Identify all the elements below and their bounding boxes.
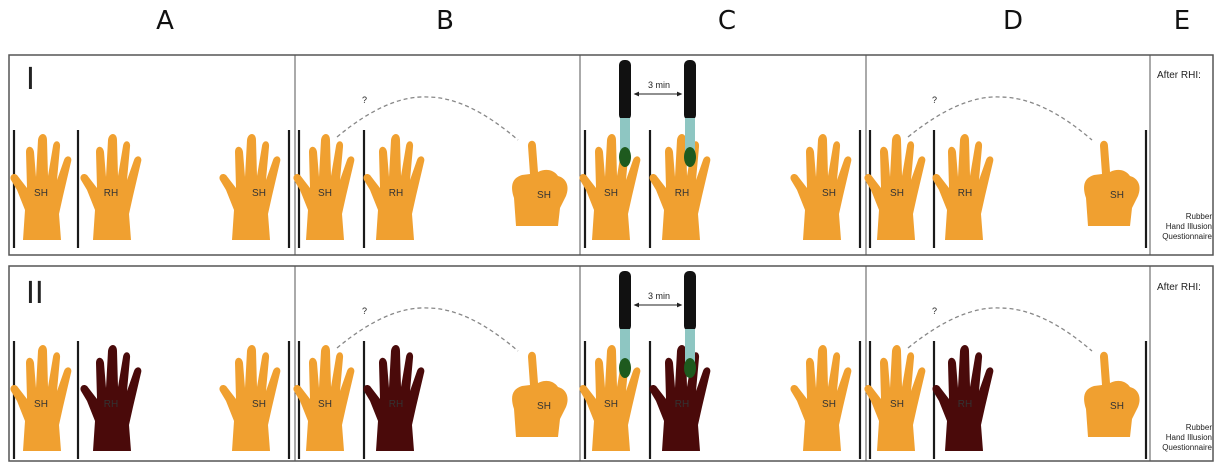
row2-a-rubber-hand: [80, 345, 142, 451]
row2-frame: [8, 265, 1214, 462]
row-label-ii: II: [26, 276, 44, 311]
row1-d-sh-label: SH: [890, 188, 904, 199]
row2-d-rubber-hand: [932, 345, 994, 451]
row1-c-brush-left-bristle: [620, 118, 630, 152]
column-label-c: C: [717, 6, 737, 36]
row2-c-rh-label: RH: [674, 399, 690, 410]
row2-c-brush-right-handle: [684, 271, 696, 331]
row2-b-question-mark: ?: [362, 306, 368, 316]
row2-c-brush-left-tip: [619, 358, 631, 378]
row2-c-brush-left-handle: [619, 271, 631, 331]
row1-d-rh-label: RH: [957, 188, 973, 199]
row1-c-brush-right-handle: [684, 60, 696, 120]
row2-a-subject-hand-right: [219, 345, 281, 451]
after-rhi-label-i: After RHI:: [1157, 70, 1201, 81]
row1-d-pointing-hand: [1084, 140, 1140, 226]
row2-c-timer-label: 3 min: [648, 291, 671, 301]
row1-d-pointer-arc: [907, 96, 1093, 141]
row1-a-sh-label: SH: [34, 188, 48, 199]
row2-b-pointing-hand: [512, 351, 568, 437]
column-label-a: A: [156, 6, 174, 36]
row1-c-brush-left-tip: [619, 147, 631, 167]
row2-c-brush-left-bristle: [620, 329, 630, 363]
column-label-d: D: [1002, 6, 1024, 36]
row1-c-sh-label: SH: [604, 188, 618, 199]
row2-d-subject-hand: [864, 345, 926, 451]
row2-c-subject-hand-right: [790, 345, 852, 451]
row1-c-subject-hand: [579, 134, 641, 240]
row1-c-brush-right-bristle: [685, 118, 695, 152]
row1-a-subject-hand: [10, 134, 72, 240]
row1-a-rh-label: RH: [103, 188, 119, 199]
row1-a-sh-label-right: SH: [252, 188, 266, 199]
row1-c-brush-right-tip: [684, 147, 696, 167]
row1-d-rubber-hand: [932, 134, 994, 240]
row2-b-rubber-hand: [363, 345, 425, 451]
row1-b-sh-label-pointer: SH: [537, 190, 551, 201]
row1-d-sh-label-pointer: SH: [1110, 190, 1124, 201]
row2-a-rh-label: RH: [103, 399, 119, 410]
row2-c-subject-hand: [579, 345, 641, 451]
row2-c-sh-label: SH: [604, 399, 618, 410]
row1-c-timer-label: 3 min: [648, 80, 671, 90]
row2-a-sh-label-right: SH: [252, 399, 266, 410]
row2-c-brush-right-bristle: [685, 329, 695, 363]
row1-c-rh-label: RH: [674, 188, 690, 199]
row2-d-pointing-hand: [1084, 351, 1140, 437]
row1-b-question-mark: ?: [362, 95, 368, 105]
row2-b-sh-label: SH: [318, 399, 332, 410]
row1-b-pointer-arc: [336, 96, 519, 141]
row-label-i: I: [26, 62, 35, 97]
row1-c-rubber-hand: [649, 134, 711, 240]
row2-b-subject-hand: [293, 345, 355, 451]
row1-d-subject-hand: [864, 134, 926, 240]
row1-b-pointing-hand: [512, 140, 568, 226]
row1-a-subject-hand-right: [219, 134, 281, 240]
row2-d-question-mark: ?: [932, 306, 938, 316]
row2-c-brush-right-tip: [684, 358, 696, 378]
row2-d-sh-label-pointer: SH: [1110, 401, 1124, 412]
row1-b-rubber-hand: [363, 134, 425, 240]
row2-b-rh-label: RH: [388, 399, 404, 410]
row1-b-rh-label: RH: [388, 188, 404, 199]
after-rhi-label-ii: After RHI:: [1157, 282, 1201, 293]
row2-b-pointer-arc: [336, 307, 519, 352]
row2-a-sh-label: SH: [34, 399, 48, 410]
row1-d-question-mark: ?: [932, 95, 938, 105]
row1-c-sh-label-right: SH: [822, 188, 836, 199]
row2-c-rubber-hand: [649, 345, 711, 451]
row1-b-subject-hand: [293, 134, 355, 240]
row1-frame: [8, 54, 1214, 256]
column-label-b: B: [436, 6, 454, 36]
row1-a-rubber-hand: [80, 134, 142, 240]
row2-b-sh-label-pointer: SH: [537, 401, 551, 412]
row2-a-subject-hand: [10, 345, 72, 451]
row2-d-rh-label: RH: [957, 399, 973, 410]
row1-b-sh-label: SH: [318, 188, 332, 199]
row1-c-subject-hand-right: [790, 134, 852, 240]
row1-c-brush-left-handle: [619, 60, 631, 120]
row2-d-sh-label: SH: [890, 399, 904, 410]
row2-d-pointer-arc: [907, 307, 1093, 352]
column-label-e: E: [1173, 6, 1191, 36]
row2-c-sh-label-right: SH: [822, 399, 836, 410]
